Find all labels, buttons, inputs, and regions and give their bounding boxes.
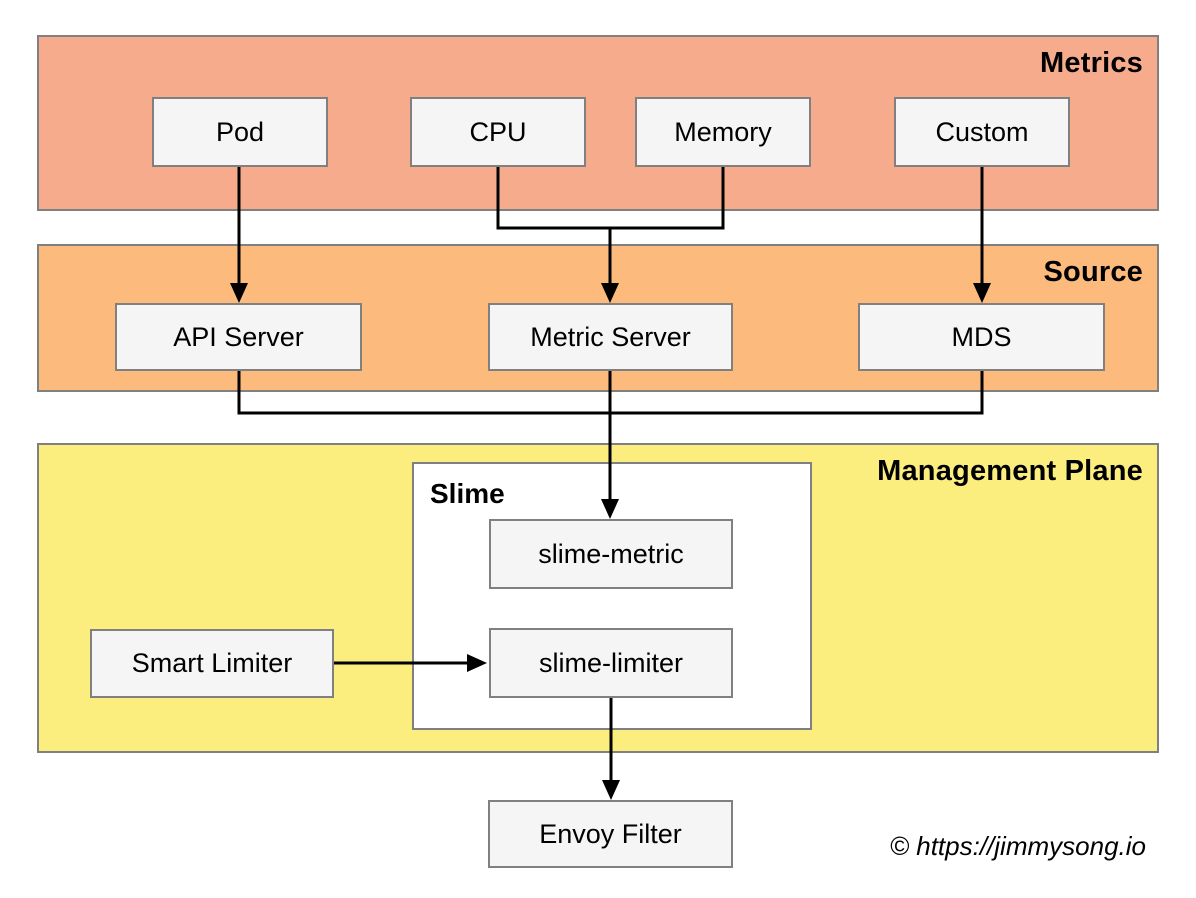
management-plane-band-label: Management Plane bbox=[877, 455, 1143, 487]
node-memory: Memory bbox=[635, 97, 811, 167]
node-custom: Custom bbox=[894, 97, 1070, 167]
node-pod: Pod bbox=[152, 97, 328, 167]
metrics-band-label: Metrics bbox=[1040, 47, 1143, 79]
node-envoy-filter: Envoy Filter bbox=[488, 800, 733, 868]
copyright-attribution: © https://jimmysong.io bbox=[889, 831, 1146, 861]
slime-group-label: Slime bbox=[430, 478, 505, 509]
node-api-server: API Server bbox=[115, 303, 362, 371]
source-band-label: Source bbox=[1043, 256, 1143, 288]
node-cpu: CPU bbox=[410, 97, 586, 167]
node-slime-metric: slime-metric bbox=[489, 519, 733, 589]
node-slime-limiter: slime-limiter bbox=[489, 628, 733, 698]
node-smart-limiter: Smart Limiter bbox=[90, 629, 334, 698]
node-metric-server: Metric Server bbox=[488, 303, 733, 371]
node-mds: MDS bbox=[858, 303, 1105, 371]
